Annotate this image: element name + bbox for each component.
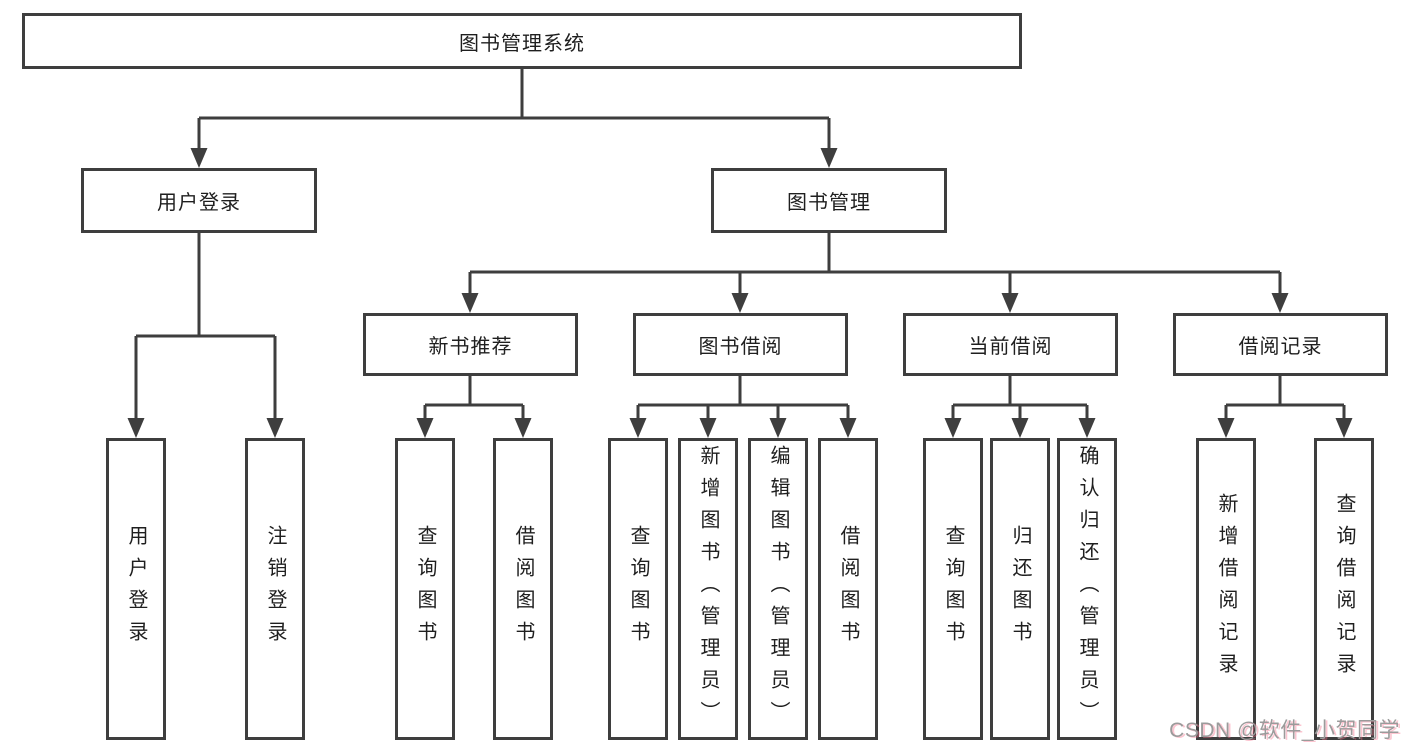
node-current-borrow: 当前借阅 [903, 313, 1118, 376]
leaf-borrow-books-recommend: 借阅图书 [493, 438, 553, 740]
node-root-library-system: 图书管理系统 [22, 13, 1022, 69]
leaf-borrow-books-2: 借阅图书 [818, 438, 878, 740]
node-new-book-recommend: 新书推荐 [363, 313, 578, 376]
leaf-label: 借阅图书 [837, 525, 859, 653]
csdn-watermark: CSDN @软件_小贺同学 [1169, 719, 1400, 742]
leaf-query-books-borrow: 查询图书 [608, 438, 668, 740]
leaf-label: 归还图书 [1009, 525, 1031, 653]
leaf-query-borrow-record: 查询借阅记录 [1314, 438, 1374, 740]
leaf-label: 确认归还（管理员） [1076, 445, 1098, 733]
leaf-user-login: 用户登录 [106, 438, 166, 740]
leaf-label: 编辑图书（管理员） [767, 445, 789, 733]
leaf-label: 用户登录 [125, 525, 147, 653]
leaf-label: 查询图书 [414, 525, 436, 653]
leaf-edit-book-admin: 编辑图书（管理员） [748, 438, 808, 740]
node-borrow-record: 借阅记录 [1173, 313, 1388, 376]
leaf-label: 借阅图书 [512, 525, 534, 653]
leaf-return-books: 归还图书 [990, 438, 1050, 740]
leaf-add-book-admin: 新增图书（管理员） [678, 438, 738, 740]
leaf-confirm-return-admin: 确认归还（管理员） [1057, 438, 1117, 740]
leaf-query-books-recommend: 查询图书 [395, 438, 455, 740]
leaf-label: 查询图书 [627, 525, 649, 653]
leaf-label: 查询图书 [942, 525, 964, 653]
node-book-management: 图书管理 [711, 168, 947, 233]
leaf-logout: 注销登录 [245, 438, 305, 740]
leaf-label: 查询借阅记录 [1333, 493, 1355, 685]
node-book-borrow: 图书借阅 [633, 313, 848, 376]
leaf-label: 新增图书（管理员） [697, 445, 719, 733]
leaf-add-borrow-record: 新增借阅记录 [1196, 438, 1256, 740]
leaf-label: 注销登录 [264, 525, 286, 653]
node-user-login: 用户登录 [81, 168, 317, 233]
leaf-label: 新增借阅记录 [1215, 493, 1237, 685]
leaf-query-books-current: 查询图书 [923, 438, 983, 740]
